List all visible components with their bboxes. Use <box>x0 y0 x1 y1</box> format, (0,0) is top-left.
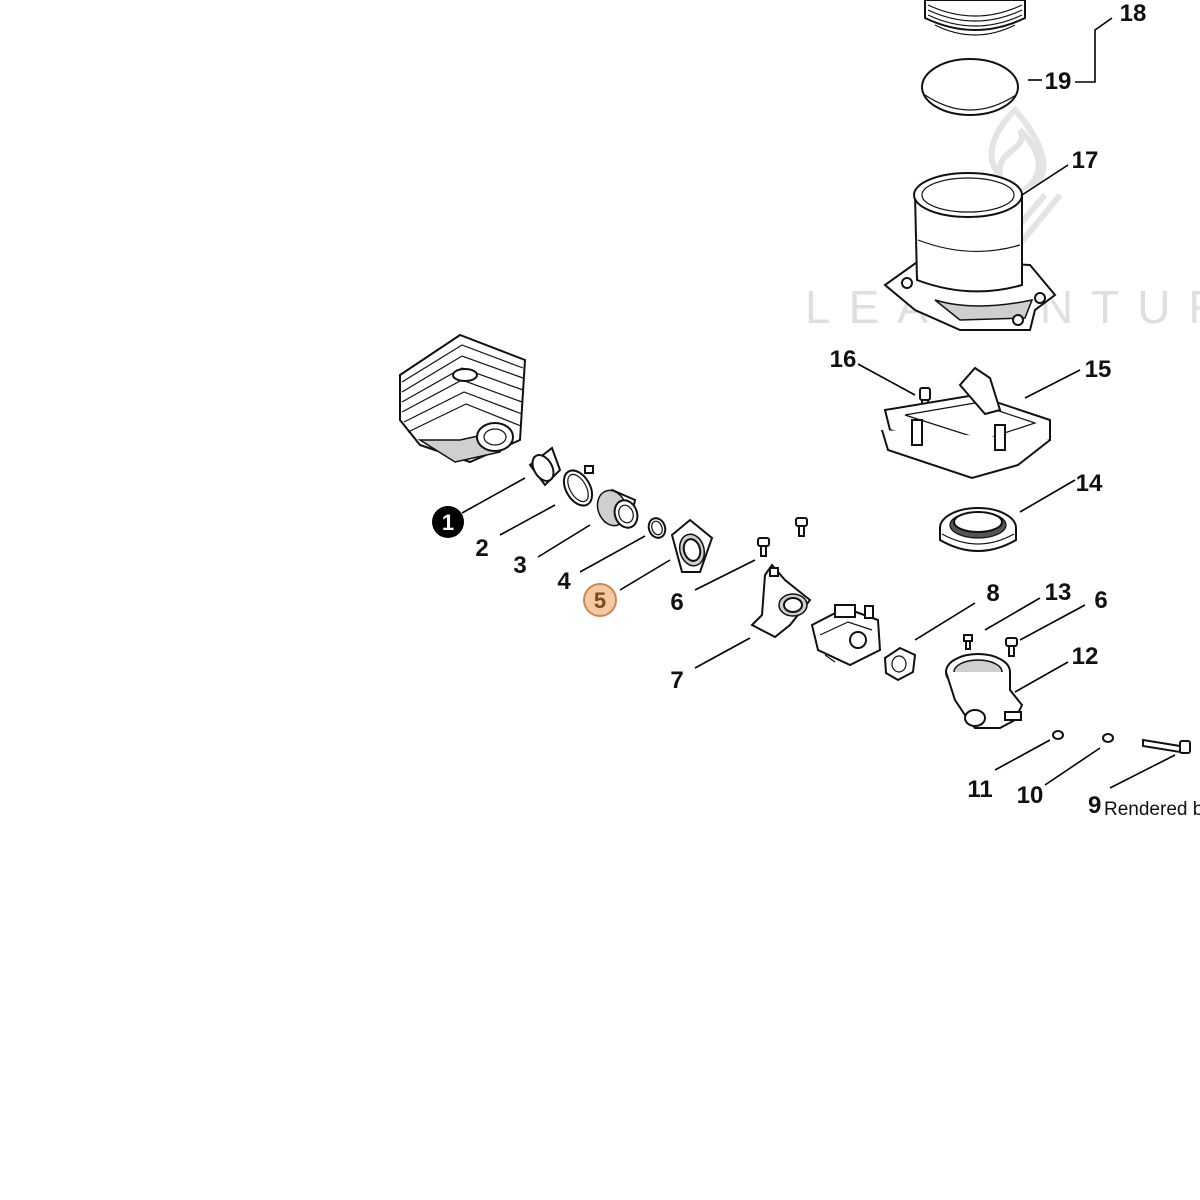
part-18-cap[interactable] <box>924 0 1026 36</box>
part-screw-b[interactable] <box>795 517 808 537</box>
callout-11[interactable]: 11 <box>967 776 992 803</box>
part-6b-screw[interactable] <box>1005 637 1018 657</box>
callout-17[interactable]: 17 <box>1072 147 1099 174</box>
part-15-frame[interactable] <box>881 366 1051 480</box>
callout-9[interactable]: 9 <box>1088 792 1101 819</box>
part-4-manifold[interactable] <box>593 486 641 531</box>
leader-lines <box>461 17 1176 789</box>
callout-2[interactable]: 2 <box>475 535 488 562</box>
callout-15[interactable]: 15 <box>1085 356 1112 383</box>
part-1-cylinder[interactable] <box>399 333 527 464</box>
callout-1[interactable]: 1 <box>432 506 464 538</box>
part-11-washer[interactable] <box>1052 730 1064 740</box>
part-carburetor[interactable] <box>810 604 882 667</box>
part-19-disc[interactable] <box>921 58 1019 116</box>
callout-13[interactable]: 13 <box>1045 579 1072 606</box>
part-10-washer[interactable] <box>1102 733 1114 743</box>
callout-5-highlighted[interactable]: 5 <box>583 583 617 617</box>
part-9-bolt[interactable] <box>1142 738 1191 754</box>
callout-14[interactable]: 14 <box>1076 470 1103 497</box>
callout-3[interactable]: 3 <box>513 552 526 579</box>
part-13-fitting[interactable] <box>963 634 973 650</box>
callout-8[interactable]: 8 <box>986 580 999 607</box>
callout-7[interactable]: 7 <box>670 667 683 694</box>
render-credit: Rendered by <box>1104 799 1200 820</box>
part-7-bracket[interactable] <box>750 563 812 639</box>
callout-4[interactable]: 4 <box>557 568 571 595</box>
part-5-o-ring[interactable] <box>646 516 668 540</box>
callout-12[interactable]: 12 <box>1072 643 1099 670</box>
part-3-clamp[interactable] <box>558 465 598 511</box>
callout-6b[interactable]: 6 <box>1094 587 1107 614</box>
callout-10[interactable]: 10 <box>1017 782 1044 809</box>
part-8-gasket[interactable] <box>883 646 917 682</box>
callout-6a[interactable]: 6 <box>670 589 683 616</box>
part-2-sleeve[interactable] <box>528 446 562 487</box>
callout-19[interactable]: 19 <box>1045 68 1072 95</box>
part-17-housing[interactable] <box>883 172 1057 331</box>
callout-16[interactable]: 16 <box>830 346 857 373</box>
part-screw-a[interactable] <box>757 537 770 557</box>
part-14-seal-ring[interactable] <box>939 507 1017 552</box>
part-6-gasket[interactable] <box>670 518 714 573</box>
part-12-intake[interactable] <box>945 653 1024 729</box>
callout-18[interactable]: 18 <box>1120 0 1147 27</box>
callout-5-label: 5 <box>594 588 606 613</box>
callout-1-label: 1 <box>442 510 454 535</box>
